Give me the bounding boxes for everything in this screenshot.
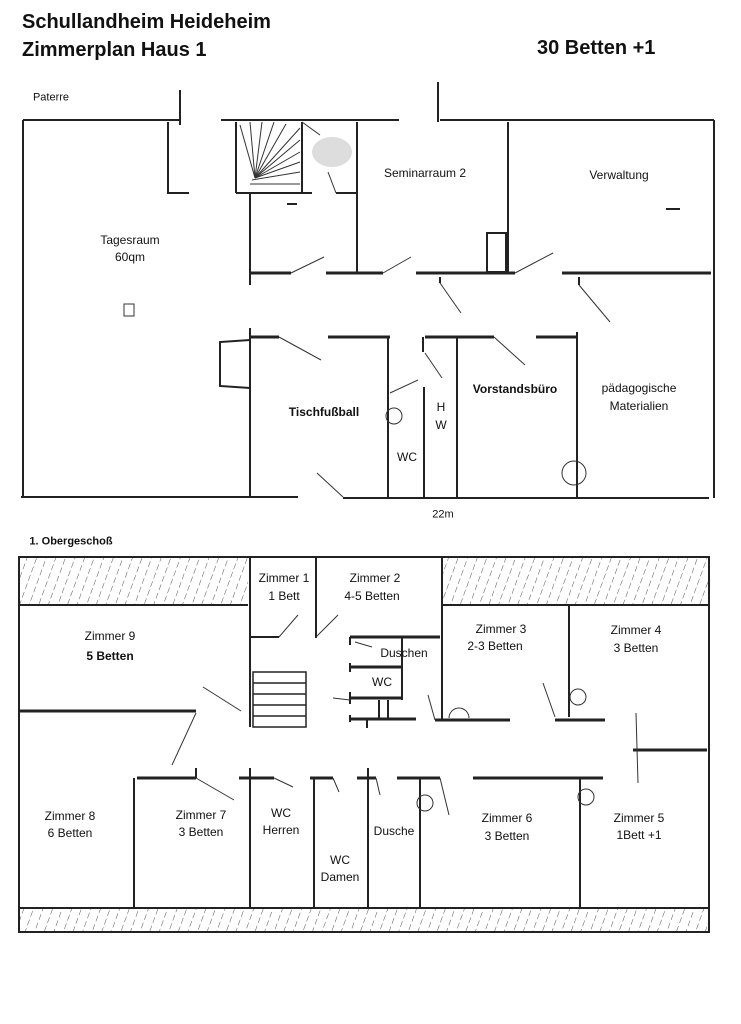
room-wc-herren: WC: [271, 806, 291, 820]
hatched-band-bottom: [19, 909, 709, 932]
room-tischfussball: Tischfußball: [288, 405, 360, 419]
room-zimmer-8-beds: 6 Betten: [47, 826, 93, 840]
room-dusche: Dusche: [373, 824, 415, 838]
heater-icon: [569, 688, 587, 706]
room-wc-damen-2: Damen: [320, 870, 360, 884]
room-zimmer-3-beds: 2-3 Betten: [467, 639, 523, 653]
room-zimmer-9: Zimmer 9: [84, 629, 136, 643]
ground-floor-door-swings: [278, 121, 611, 498]
room-wc: WC: [397, 450, 417, 464]
room-zimmer-7-beds: 3 Betten: [178, 825, 224, 839]
room-wc-upper: WC: [372, 675, 392, 689]
first-floor-walls: [18, 556, 710, 933]
room-zimmer-7: Zimmer 7: [175, 808, 227, 822]
room-zimmer-3: Zimmer 3: [475, 622, 527, 636]
sink-icon: [448, 707, 470, 719]
room-zimmer-4-beds: 3 Betten: [613, 641, 659, 655]
room-tagesraum: Tagesraum: [100, 233, 160, 247]
capacity-label: 30 Betten +1: [537, 37, 656, 59]
document-subtitle: Zimmerplan Haus 1: [22, 39, 207, 61]
room-hw-h: H: [436, 400, 446, 414]
room-vorstandsbuero: Vorstandsbüro: [472, 382, 558, 396]
first-floor-door-swings: [171, 614, 639, 816]
heater-icon: [561, 460, 587, 486]
room-zimmer-8: Zimmer 8: [44, 809, 96, 823]
room-paedagogische-materialien-2: Materialien: [609, 399, 669, 413]
dimension-label: 22m: [432, 508, 454, 521]
room-zimmer-2-beds: 4-5 Betten: [344, 589, 400, 603]
document-title: Schullandheim Heideheim: [22, 11, 271, 33]
room-hw-w: W: [435, 418, 447, 432]
heater-icon: [416, 794, 434, 812]
hatched-band-top-left: [19, 557, 248, 605]
room-tagesraum-size: 60qm: [114, 250, 146, 264]
blurred-label-smudge: [312, 137, 352, 167]
heater-icon: [577, 788, 595, 806]
room-wc-herren-2: Herren: [262, 823, 300, 837]
room-zimmer-2: Zimmer 2: [349, 571, 401, 585]
heater-icon: [385, 407, 403, 425]
floor-label-first: 1. Obergeschoß: [29, 535, 113, 548]
hatched-band-top-right: [442, 557, 709, 605]
room-zimmer-9-beds: 5 Betten: [86, 649, 134, 663]
ground-floor-walls: [21, 82, 715, 499]
room-zimmer-6: Zimmer 6: [481, 811, 533, 825]
room-wc-damen: WC: [330, 853, 350, 867]
floor-label-ground: Paterre: [32, 91, 70, 104]
room-paedagogische-materialien: pädagogische: [601, 381, 677, 395]
room-zimmer-4: Zimmer 4: [610, 623, 662, 637]
ground-floor-staircase: [239, 121, 301, 185]
room-zimmer-6-beds: 3 Betten: [484, 829, 530, 843]
room-duschen: Duschen: [380, 646, 428, 660]
pillar-icon: [123, 303, 135, 317]
room-zimmer-1-beds: 1 Bett: [268, 589, 300, 603]
room-zimmer-5: Zimmer 5: [613, 811, 665, 825]
room-zimmer-5-beds: 1Bett +1: [616, 828, 662, 842]
first-floor-staircase: [252, 671, 307, 728]
room-zimmer-1: Zimmer 1: [258, 571, 310, 585]
room-verwaltung: Verwaltung: [589, 168, 649, 182]
room-seminarraum: Seminarraum 2: [383, 166, 467, 180]
